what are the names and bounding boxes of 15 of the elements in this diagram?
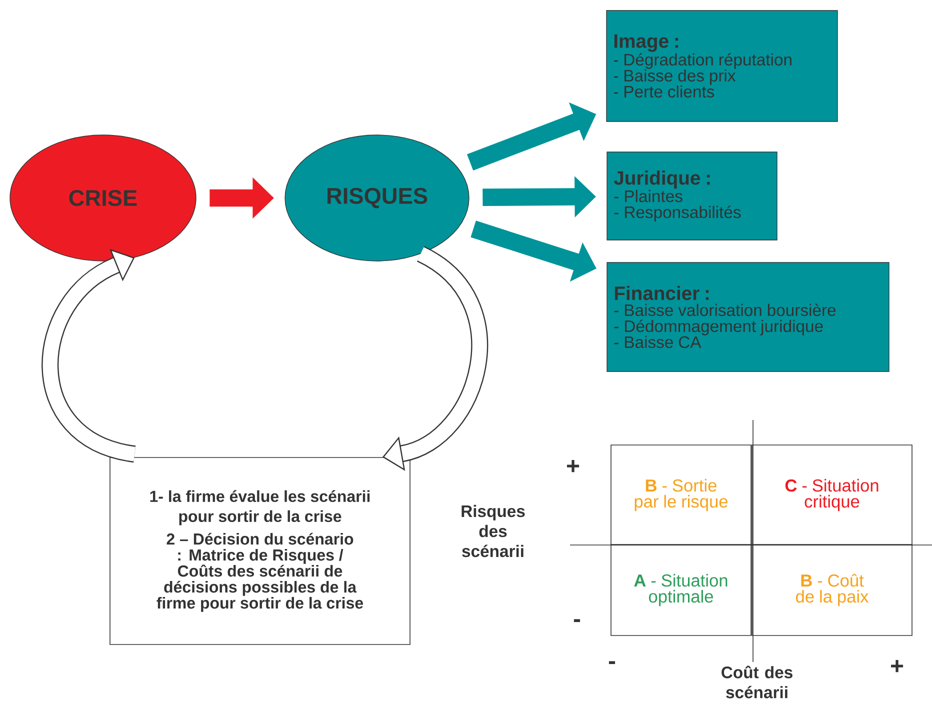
category-box: Financier : - Baisse valorisation boursière - Dédommagement juridique - Baisse CA	[606, 262, 890, 372]
category-box: Juridique : - Plaintes - Responsabilités	[606, 152, 778, 240]
axis-sign: +	[567, 460, 580, 472]
axis-sign: -	[574, 619, 580, 622]
axis-label: Risques des scénarii	[462, 504, 525, 558]
matrix-cell: B - Coût de la paix	[752, 544, 912, 636]
axis-sign: -	[608, 661, 616, 664]
curved-arrow	[42, 248, 137, 462]
category-box: Image : - Dégradation réputation - Baisse des prix - Perte clients	[606, 10, 838, 122]
matrix-cell: A - Situation optimale	[610, 544, 752, 636]
matrix-cell: B - Sortie par le risque	[610, 444, 752, 546]
axis-label: Coût des scénarii	[722, 666, 792, 698]
text-box: 1- la firme évalue les scénarii pour sortir de la crise 2 – Décision du scénario : Matrice de Risques / Coûts des scénarii de décisions possibles de la firme pour sortir de la crise	[110, 457, 410, 645]
matrix-cell: C - Situation critique	[752, 444, 912, 546]
axis-sign: +	[891, 660, 904, 672]
